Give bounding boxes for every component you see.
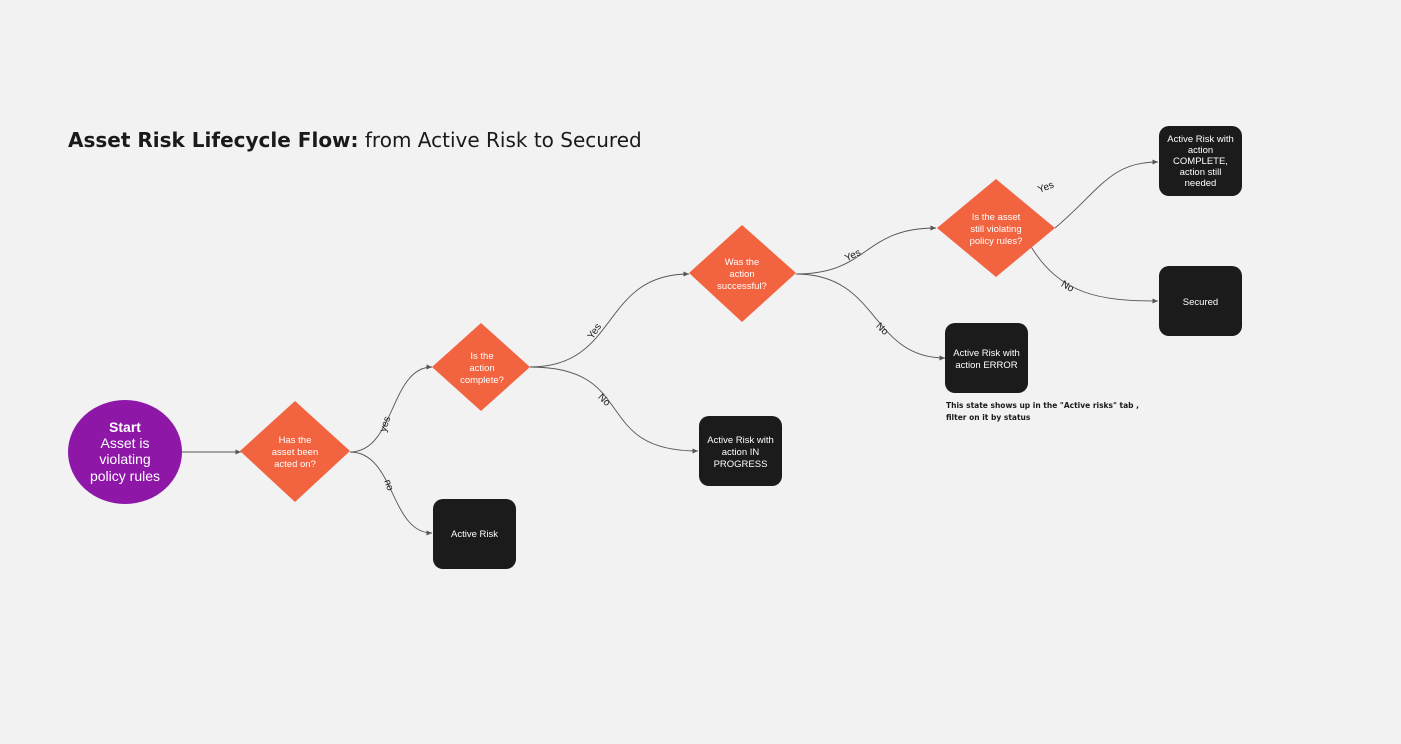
- edge-success-yes: [795, 225, 937, 275]
- decision-line: Is the: [470, 351, 493, 362]
- decision-line: still violating: [970, 224, 1021, 235]
- edge-complete-yes: [529, 271, 690, 368]
- decision-line: successful?: [717, 281, 767, 292]
- edge-label-acted-no: no: [381, 478, 395, 492]
- edge-label-success-no: No: [873, 321, 890, 338]
- state-line: Active Risk: [451, 529, 498, 540]
- decision-line: Was the: [725, 257, 760, 268]
- decision-shape: [689, 225, 796, 322]
- decision-action-successful: Was the action successful?: [689, 225, 796, 322]
- state-shape: [1159, 126, 1242, 196]
- state-active-risk: Active Risk: [433, 499, 516, 569]
- edge-complete-no: [529, 366, 699, 454]
- state-complete-still-needed: Active Risk with action COMPLETE, action…: [1159, 126, 1242, 196]
- decision-line: complete?: [460, 375, 504, 386]
- edge-label-violating-no: No: [1059, 279, 1076, 295]
- edge-label-complete-yes: Yes: [586, 322, 604, 342]
- decision-line: policy rules?: [970, 236, 1023, 247]
- start-node-title: Start: [109, 419, 141, 435]
- state-line: Secured: [1183, 297, 1218, 308]
- decision-still-violating: Is the asset still violating policy rule…: [937, 179, 1055, 277]
- state-line: action ERROR: [955, 360, 1017, 371]
- decision-line: acted on?: [274, 459, 316, 470]
- edge-label-success-yes: Yes: [843, 247, 862, 264]
- state-error: Active Risk with action ERROR: [945, 323, 1028, 393]
- decision-line: Is the asset: [972, 212, 1021, 223]
- state-shape: [945, 323, 1028, 393]
- start-node-line: Asset is: [100, 435, 149, 451]
- edge-acted-no: [349, 451, 433, 536]
- decision-line: Has the: [279, 435, 312, 446]
- state-line: PROGRESS: [714, 459, 768, 470]
- state-shape: [699, 416, 782, 486]
- start-node-shape: [68, 400, 182, 504]
- start-node: Start Asset is violating policy rules: [68, 400, 182, 504]
- decision-line: action: [729, 269, 754, 280]
- state-line: Active Risk with: [707, 435, 774, 446]
- decision-shape: [937, 179, 1055, 277]
- error-state-note: This state shows up in the "Active risks…: [946, 401, 1139, 422]
- state-line: Active Risk with: [953, 348, 1020, 359]
- state-line: action: [1188, 145, 1213, 156]
- decision-line: action: [469, 363, 494, 374]
- state-in-progress: Active Risk with action IN PROGRESS: [699, 416, 782, 486]
- edge-success-no: [795, 273, 946, 361]
- edge-violating-no: [1029, 244, 1159, 304]
- state-line: COMPLETE,: [1173, 156, 1228, 167]
- decision-line: asset been: [272, 447, 318, 458]
- decision-action-complete: Is the action complete?: [432, 323, 530, 411]
- edge-violating-yes: [1054, 159, 1159, 229]
- title-bold: Asset Risk Lifecycle Flow:: [68, 128, 359, 152]
- state-secured: Secured: [1159, 266, 1242, 336]
- decision-acted-on: Has the asset been acted on?: [240, 401, 350, 502]
- edge-acted-yes: [349, 364, 433, 453]
- start-node-line: policy rules: [90, 468, 160, 484]
- title-rest: from Active Risk to Secured: [358, 128, 642, 152]
- state-line: action IN: [722, 447, 760, 458]
- state-line: Active Risk with: [1167, 134, 1234, 145]
- start-node-line: violating: [99, 451, 150, 467]
- state-shape: [433, 499, 516, 569]
- state-line: action still: [1180, 167, 1222, 178]
- page-title: Asset Risk Lifecycle Flow: from Active R…: [68, 128, 642, 152]
- state-line: needed: [1185, 178, 1217, 189]
- decision-shape: [240, 401, 350, 502]
- decision-shape: [432, 323, 530, 411]
- edge-label-complete-no: No: [595, 392, 612, 409]
- edge-label-acted-yes: yes: [378, 415, 393, 433]
- edge-label-violating-yes: Yes: [1036, 180, 1055, 196]
- state-shape: [1159, 266, 1242, 336]
